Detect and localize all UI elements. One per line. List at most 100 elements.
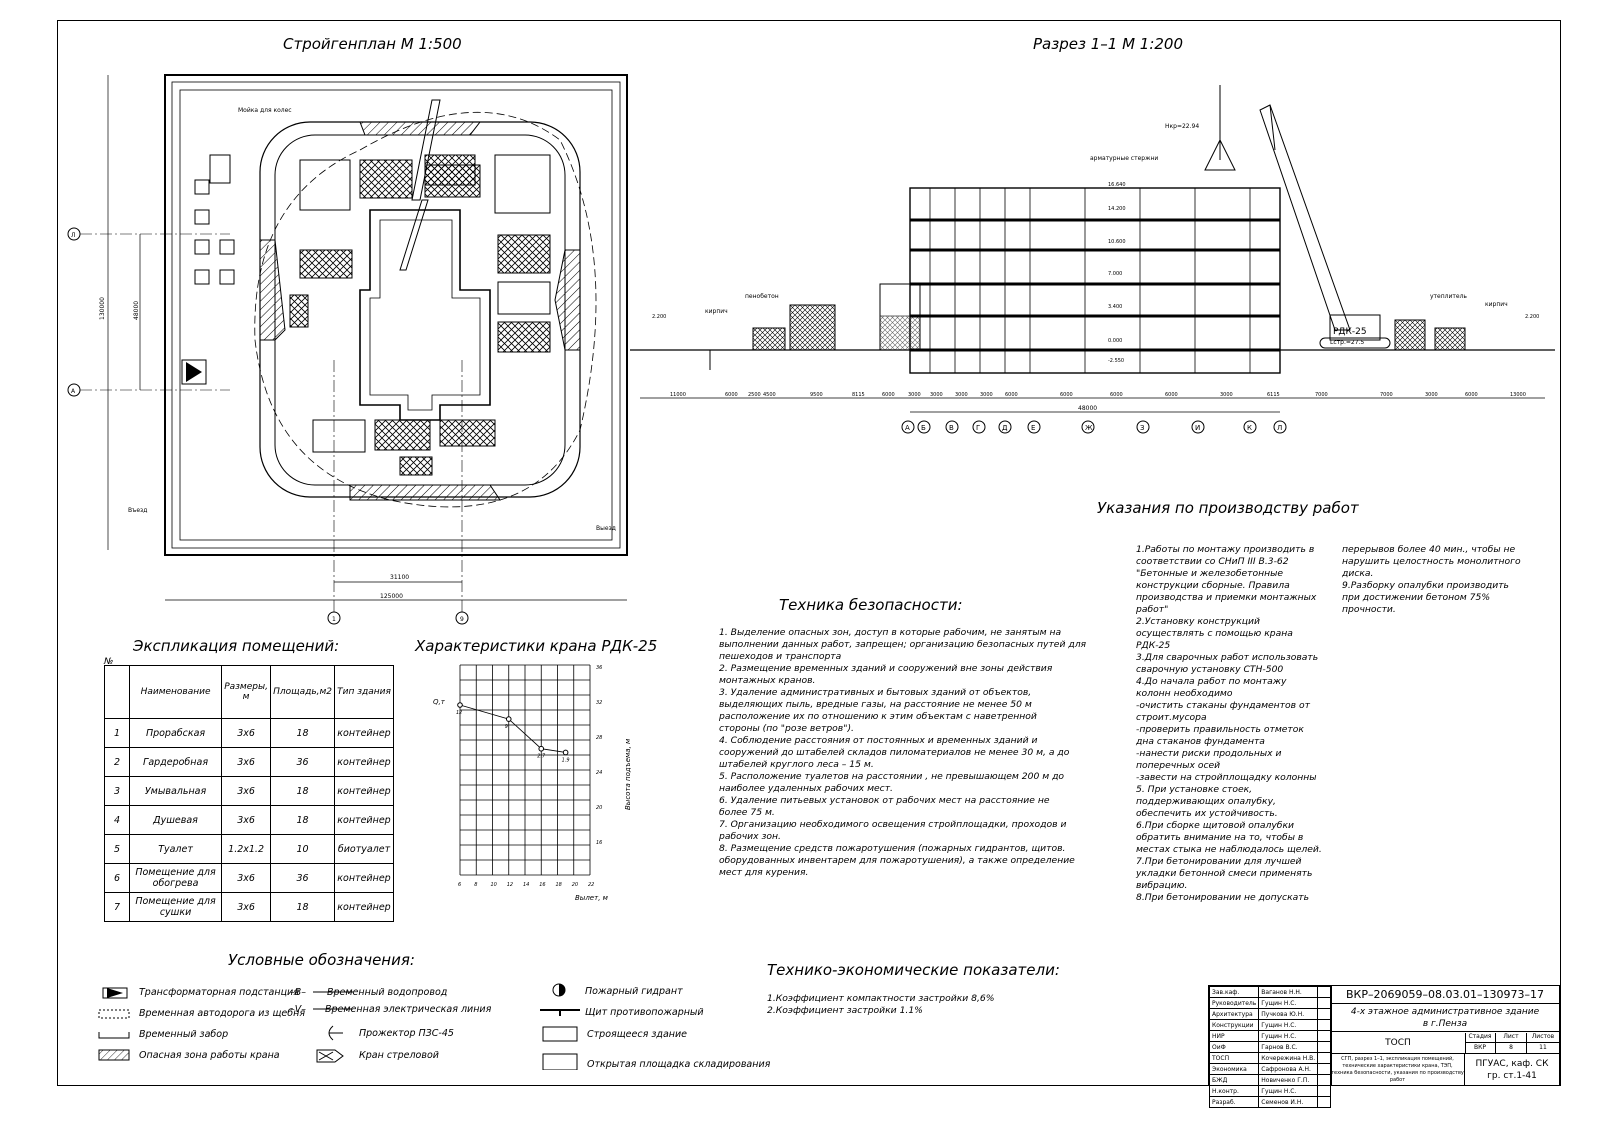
section-dim-label: 9500: [810, 392, 823, 398]
hazard-zone-icon: [98, 1049, 130, 1061]
legend-power-code: –V–: [290, 1004, 306, 1015]
explication-header-area: Площадь,м2: [270, 665, 335, 719]
works-line: 5. При установке стоек,: [1136, 784, 1253, 795]
section-axis-marker: [972, 420, 986, 434]
siteplan-title: Стройгенплан М 1:500: [283, 35, 462, 53]
label-kirpich-left: кирпич: [705, 308, 728, 315]
explication-title: Экспликация помещений:: [133, 637, 340, 655]
section-dim-label: 3000: [1220, 392, 1233, 398]
works-line: производства и приемки монтажных: [1136, 592, 1317, 603]
section-axis-label: Ж: [1085, 424, 1093, 432]
section-title: Разрез 1–1 М 1:200: [1033, 35, 1183, 53]
section-axis-label: Л: [1277, 424, 1282, 432]
works-line: обратить внимание на то, чтобы в: [1136, 832, 1304, 843]
safety-title: Техника безопасности:: [779, 596, 963, 614]
section-axis-label: Д: [1002, 424, 1008, 432]
dim-total-width: 125000: [380, 593, 403, 600]
data-label: 2.7: [537, 754, 546, 760]
x-tick-label: 14: [523, 882, 529, 888]
data-point: [505, 716, 512, 722]
section-dim-label: 6000: [1005, 392, 1018, 398]
works-line: 3.Для сварочных работ использовать: [1136, 652, 1319, 663]
tep-title: Технико-экономические показатели:: [767, 961, 1060, 979]
works-line: поддерживающих опалубку,: [1136, 796, 1276, 807]
label-armatura: арматурные стержни: [1090, 155, 1158, 162]
x-tick-label: 8: [474, 882, 477, 888]
y-tick-label: 24: [596, 770, 602, 776]
works-line: 8.При бетонировании не допускать: [1136, 892, 1310, 903]
safety-line: 5. Расположение туалетов на расстоянии ,…: [719, 771, 1065, 782]
safety-line: 1. Выделение опасных зон, доступ в котор…: [719, 627, 1062, 638]
level-1664: 16.640: [1108, 182, 1126, 188]
level-1420: 14.200: [1108, 206, 1126, 212]
section-dim-label: 6000: [1465, 392, 1478, 398]
safety-line: 7. Организацию необходимого освещения ст…: [719, 819, 1067, 830]
works-title: Указания по производству работ: [1097, 499, 1359, 517]
safety-line: мест для курения.: [719, 867, 809, 878]
section-dim-label: 3000: [955, 392, 968, 398]
section-axis-label: З: [1140, 424, 1145, 432]
axis-L-label: Л: [71, 232, 76, 239]
tep-line-1: 1.Коэффициент компактности застройки 8,6…: [767, 993, 995, 1004]
label-kirpich-right: кирпич: [1485, 301, 1508, 308]
road-icon: [98, 1009, 130, 1019]
section-dim-label: 3000: [908, 392, 921, 398]
safety-line: оборудованных инвентарем для пожаротушен…: [719, 855, 1075, 866]
exit-label: Выезд: [596, 525, 616, 532]
safety-line: штабелей круглого леса – 15 м.: [719, 759, 874, 770]
transformer-icon: [102, 987, 128, 999]
stamp-code: ВКР–2069059–08.03.01–130973–17: [1331, 986, 1559, 1004]
explication-header-size: Размеры, м: [221, 665, 272, 719]
works-line: РДК-25: [1136, 640, 1171, 651]
y-tick-label: 20: [596, 805, 602, 811]
safety-text: 1. Выделение опасных зон, доступ в котор…: [719, 627, 1089, 879]
section-axis-marker: [1136, 420, 1150, 434]
stamp-role-row: Н.контр.Гущин Н.С.: [1208, 1085, 1331, 1097]
y-tick-label: 28: [596, 735, 602, 741]
legend-floodlight: Прожектор ПЗС-45: [359, 1028, 454, 1039]
x-tick-label: 20: [572, 882, 578, 888]
data-point: [538, 745, 545, 752]
section-dim-label: 6115: [1267, 392, 1280, 398]
x-tick-label: 6: [458, 882, 461, 888]
stamp-stage-grid: Стадия Лист Листов ВКР 8 11: [1465, 1033, 1559, 1054]
works-line: поперечных осей: [1136, 760, 1221, 771]
axis-9-label: 9: [460, 616, 464, 623]
data-label: 12: [456, 710, 462, 716]
legend-fence: Временный забор: [139, 1029, 229, 1040]
stamp-role-row: Зав.каф.Ваганов Н.Н.: [1208, 986, 1331, 998]
section-axis-marker: [1243, 420, 1257, 434]
floodlight-icon: [328, 1025, 343, 1041]
section-axis-marker: [1081, 420, 1095, 434]
works-line: 6.При сборке щитовой опалубки: [1136, 820, 1294, 831]
section-dim-label: 3000: [980, 392, 993, 398]
section-dim-label: 13000: [1510, 392, 1526, 398]
works-line: 4.До начала работ по монтажу: [1136, 676, 1287, 687]
section-dim-label: 8115: [852, 392, 865, 398]
works-line: вибрацию.: [1136, 880, 1188, 891]
dim-48000: 48000: [133, 301, 140, 320]
level-000: 0.000: [1108, 338, 1122, 344]
safety-line: 3. Удаление административных и бытовых з…: [719, 687, 1032, 698]
y-tick-label: 32: [596, 700, 602, 706]
data-label: 1.9: [562, 757, 570, 763]
section-axis-marker: [945, 420, 959, 434]
x-tick-label: 22: [588, 882, 594, 888]
explication-no-label: №: [104, 657, 114, 667]
label-penobeton: пенобетон: [745, 293, 779, 300]
dim-total-height: 130000: [99, 297, 106, 320]
section-dim-label: 6000: [1110, 392, 1123, 398]
siteplan-drawing: 130000 48000 125000 31100 Л А 1 9 Мойка …: [67, 74, 628, 625]
explication-header-type: Тип здания: [334, 665, 394, 719]
